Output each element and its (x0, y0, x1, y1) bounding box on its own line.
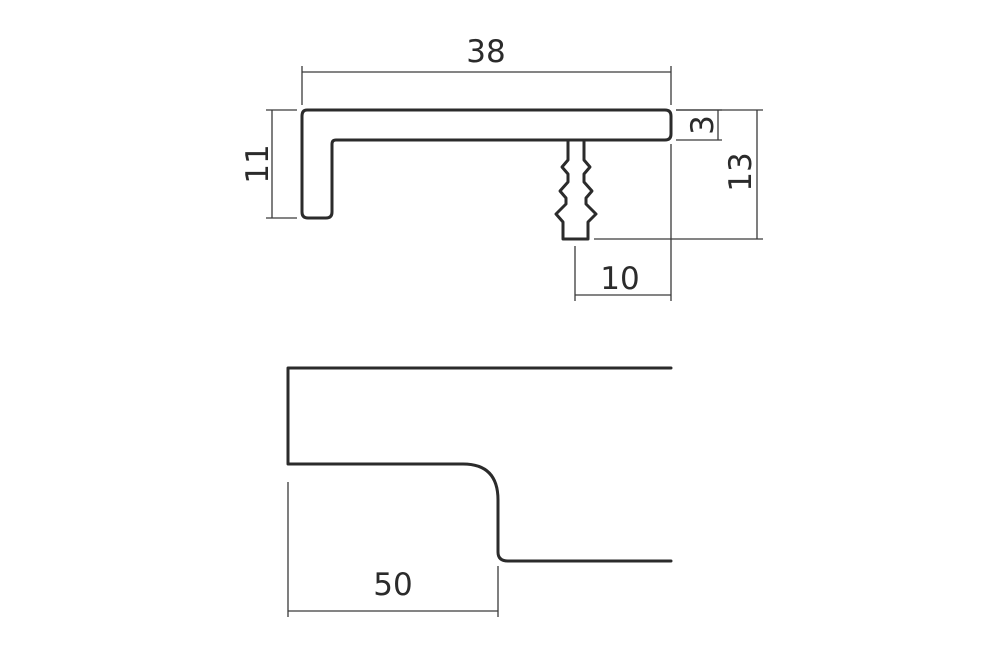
plan-view (286, 366, 673, 563)
dimension-3-label: 3 (685, 115, 721, 135)
dimension-13-label: 13 (723, 152, 759, 191)
dimension-11: 11 (240, 109, 297, 219)
dimension-13: 13 (594, 109, 763, 240)
dimension-50-label: 50 (373, 567, 412, 603)
dimension-38: 38 (301, 34, 672, 105)
profile-outline (300, 108, 673, 220)
dimension-10-label: 10 (600, 261, 639, 297)
profile-cross-section (300, 108, 673, 241)
plan-view-outline (286, 366, 673, 563)
dimension-3: 3 (676, 109, 722, 141)
dimension-11-label: 11 (240, 144, 276, 183)
barbed-fin-outline (554, 138, 598, 241)
dimension-10: 10 (574, 144, 672, 301)
dimension-50: 50 (287, 482, 499, 617)
dimension-38-label: 38 (466, 34, 505, 70)
